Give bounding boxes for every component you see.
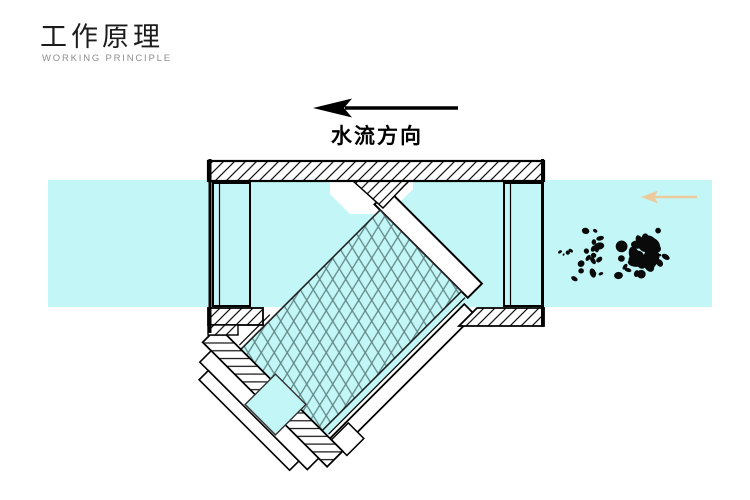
- debris-particle: [655, 252, 660, 257]
- page-subtitle: WORKING PRINCIPLE: [42, 53, 172, 64]
- debris-particle: [591, 239, 597, 245]
- debris-particle: [661, 253, 670, 261]
- debris-particle: [622, 263, 628, 270]
- flange-right: [503, 182, 543, 307]
- debris-particle: [624, 267, 632, 273]
- flange-left: [212, 182, 251, 307]
- valve-body: [206, 159, 546, 336]
- debris-particle: [594, 247, 599, 253]
- debris-particle: [590, 252, 597, 259]
- page-title: 工作原理: [40, 22, 164, 52]
- debris-particle: [615, 240, 628, 253]
- left-arrow-head: [313, 98, 352, 118]
- debris-particle: [590, 257, 596, 265]
- debris-particle: [578, 268, 584, 274]
- drain-plug: [244, 373, 307, 436]
- end-cap-step2: [197, 369, 300, 472]
- debris-particle: [583, 248, 590, 254]
- screen-guide-left: [238, 314, 271, 346]
- debris-particle: [636, 269, 646, 279]
- debris-particle: [658, 253, 662, 257]
- debris-particles: [558, 227, 670, 282]
- debris-particle: [558, 250, 562, 254]
- debris-particle: [596, 256, 603, 263]
- flow-direction-indicator: 水流方向: [313, 98, 458, 148]
- strainer-branch: [197, 188, 484, 472]
- body-wall-bottom-left-step: [207, 324, 239, 336]
- debris-particle: [565, 250, 570, 255]
- debris-particle: [631, 240, 644, 249]
- debris-particle: [618, 255, 625, 262]
- debris-particle: [593, 272, 597, 276]
- body-wall-bottom-left: [207, 307, 264, 326]
- debris-particle: [650, 263, 653, 266]
- debris-particle: [598, 272, 604, 276]
- inlet-flow-indicator: [641, 190, 697, 204]
- debris-particle: [585, 254, 591, 261]
- debris-particle: [571, 276, 578, 282]
- debris-particle: [655, 227, 661, 234]
- debris-particle: [627, 259, 642, 267]
- debris-particle: [577, 260, 585, 267]
- debris-particle: [592, 228, 598, 233]
- flow-direction-label: 水流方向: [331, 124, 423, 148]
- debris-particle: [596, 235, 604, 241]
- debris-particle: [655, 259, 664, 267]
- debris-particle: [644, 249, 657, 262]
- body-wall-top: [206, 159, 546, 183]
- debris-particle: [641, 233, 649, 244]
- screen-guide-right: [328, 297, 466, 435]
- debris-particle: [562, 253, 565, 256]
- small-left-arrow-head: [641, 190, 658, 204]
- debris-particle: [581, 227, 590, 235]
- debris-particle: [614, 271, 623, 280]
- page-header: 工作原理 WORKING PRINCIPLE: [40, 22, 172, 64]
